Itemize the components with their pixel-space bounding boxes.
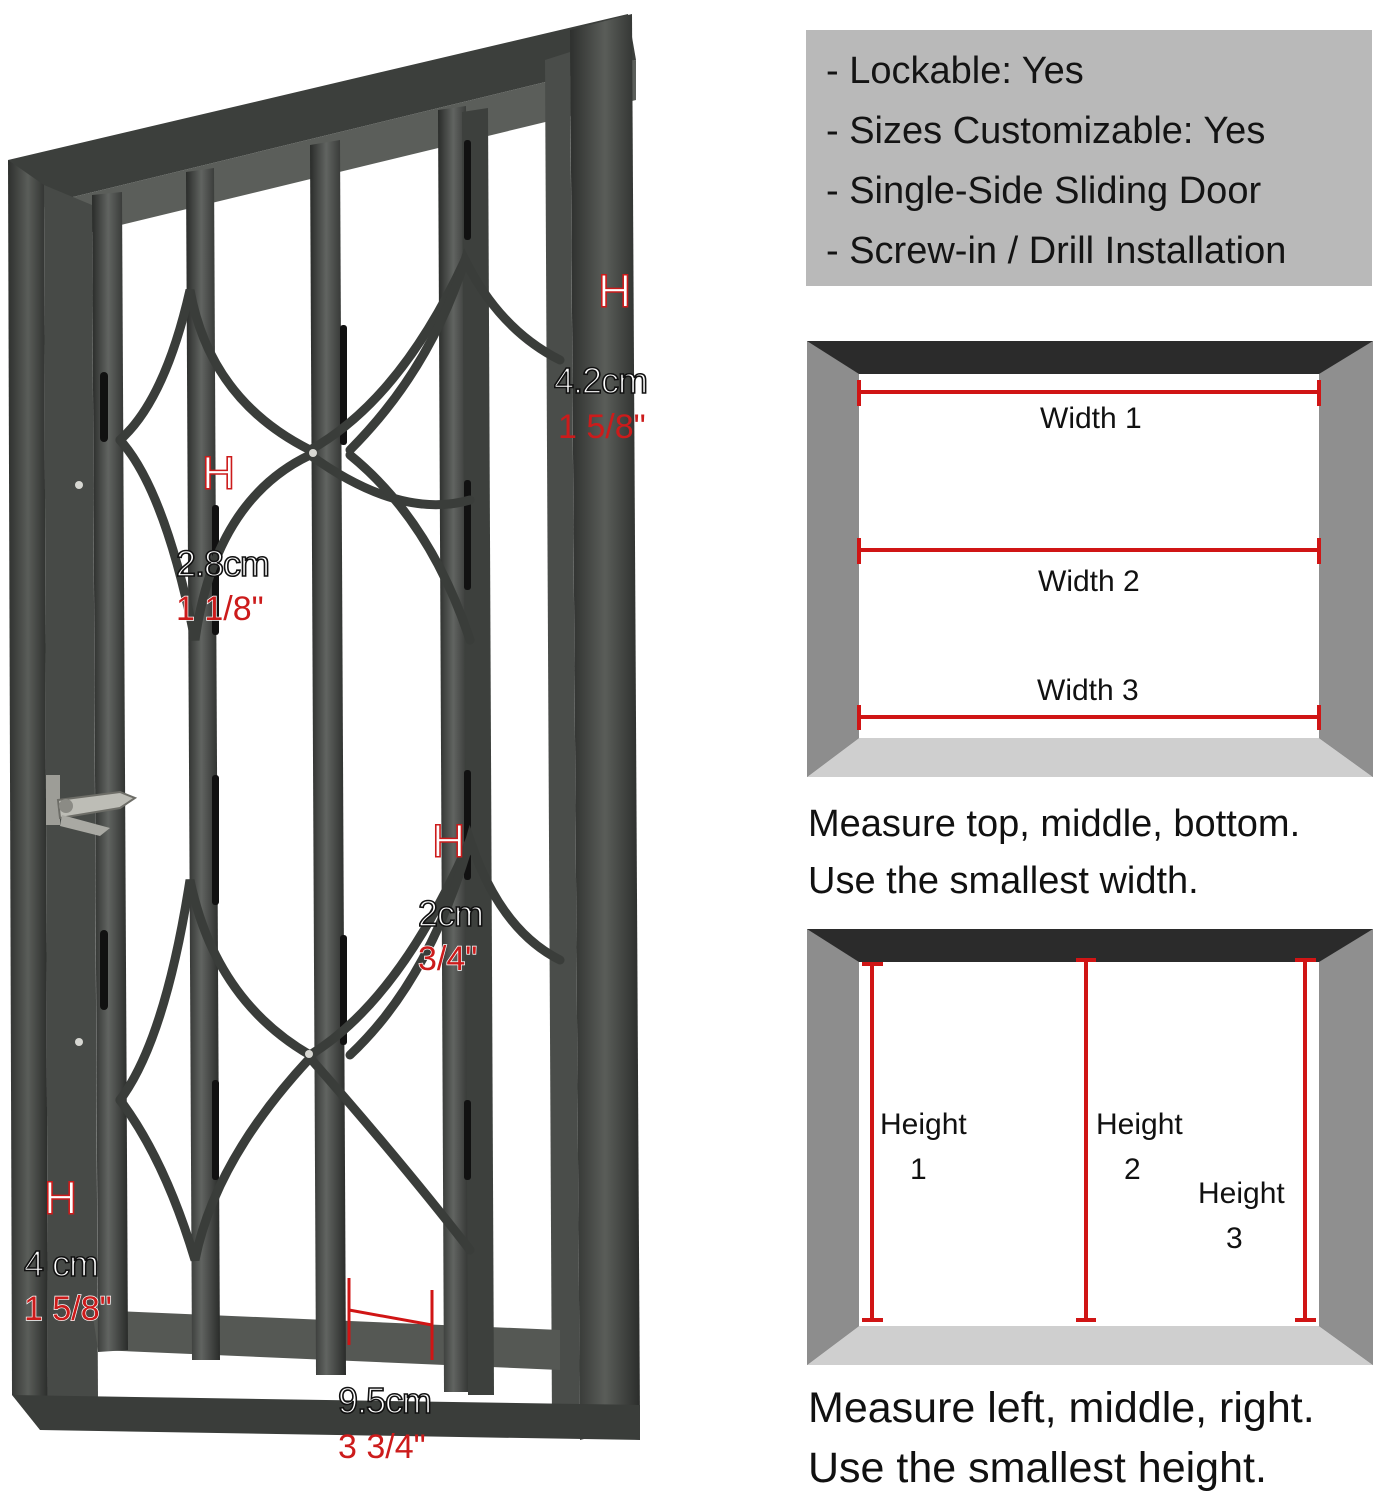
bar-h-mark: H (431, 815, 466, 867)
top-frame-metric: 4.2cm (553, 359, 649, 402)
spacing-marker (347, 1278, 434, 1360)
side-frame-metric: 4 cm (23, 1242, 100, 1285)
height-caption-line1: Measure left, middle, right. (808, 1384, 1315, 1432)
spacing-metric: 9.5cm (337, 1379, 433, 1422)
rail-imperial: 1 1/8" (175, 589, 264, 628)
lock-handle-icon (46, 775, 138, 836)
screws (75, 449, 317, 1058)
rail-h-mark: H (201, 447, 236, 499)
height-caption-line2: Use the smallest height. (808, 1444, 1267, 1492)
width-caption-line1: Measure top, middle, bottom. (808, 803, 1301, 845)
rail-metric: 2.8cm (175, 542, 271, 585)
side-frame-h-mark: H (43, 1172, 78, 1224)
bar-metric: 2cm (417, 892, 485, 935)
security-door-illustration (8, 14, 640, 1440)
width-2-label: Width 2 (1038, 565, 1140, 598)
feature-installation: - Screw-in / Drill Installation (826, 230, 1287, 272)
height-2-label: Height (1096, 1108, 1183, 1141)
frame-right-inner (545, 52, 580, 1430)
side-frame-imperial: 1 5/8" (23, 1289, 112, 1328)
bar-imperial: 3/4" (417, 939, 478, 978)
height-2-number: 2 (1124, 1153, 1141, 1186)
height-1-label: Height (880, 1108, 967, 1141)
frame-bottom (12, 1395, 640, 1440)
width-1-label: Width 1 (1040, 402, 1142, 435)
height-3-label: Height (1198, 1177, 1285, 1210)
feature-sizes: - Sizes Customizable: Yes (826, 110, 1266, 152)
height-3-number: 3 (1226, 1222, 1243, 1255)
frame-top (8, 14, 636, 205)
width-3-label: Width 3 (1037, 674, 1139, 707)
width-measure-diagram (807, 341, 1373, 777)
bar-slots (100, 140, 471, 1180)
feature-sliding: - Single-Side Sliding Door (826, 170, 1262, 212)
height-measure-diagram (807, 929, 1373, 1365)
frame-right (570, 14, 640, 1440)
frame-left (8, 160, 48, 1420)
feature-lockable: - Lockable: Yes (826, 50, 1084, 92)
top-frame-h-mark: H (597, 265, 632, 317)
width-caption-line2: Use the smallest width. (808, 860, 1199, 902)
feature-list-box: - Lockable: Yes - Sizes Customizable: Ye… (806, 30, 1372, 286)
lattice-curves (115, 248, 565, 1262)
height-1-number: 1 (910, 1153, 927, 1186)
top-frame-imperial: 1 5/8" (558, 408, 646, 446)
spacing-imperial: 3 3/4" (338, 1428, 426, 1466)
